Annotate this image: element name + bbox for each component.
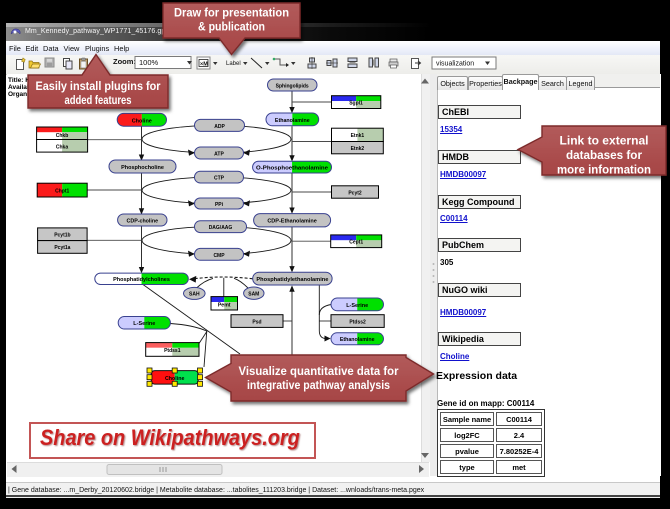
svg-text:ADP: ADP (214, 124, 225, 130)
svg-text:integrative pathway analysis: integrative pathway analysis (247, 378, 390, 392)
svg-text:O-Phosphoethanolamine: O-Phosphoethanolamine (256, 166, 328, 172)
svg-text:Ethanolamine: Ethanolamine (275, 118, 310, 124)
svg-text:Etnk2: Etnk2 (351, 146, 365, 152)
svg-text:Phosphatidylethanolamine: Phosphatidylethanolamine (256, 277, 328, 283)
svg-text:Pcyt2: Pcyt2 (348, 190, 362, 196)
svg-text:Choline: Choline (165, 376, 184, 382)
svg-text:ATP: ATP (214, 152, 224, 158)
svg-text:databases for: databases for (566, 148, 642, 162)
svg-text:Psd: Psd (252, 319, 261, 325)
svg-text:Draw for presentation: Draw for presentation (174, 6, 289, 20)
svg-text:added features: added features (65, 93, 132, 107)
svg-text:visualization: visualization (436, 61, 474, 68)
svg-text:DAG/AAG: DAG/AAG (209, 225, 233, 231)
svg-text:Sphingolipids: Sphingolipids (276, 84, 309, 90)
svg-text:CDP-Ethanolamine: CDP-Ethanolamine (267, 219, 317, 225)
svg-text:100%: 100% (139, 58, 159, 67)
svg-text:Phosphocholine: Phosphocholine (121, 165, 164, 171)
svg-text:CMP: CMP (213, 253, 225, 259)
svg-text:CTP: CTP (214, 176, 225, 182)
svg-text:Easily install plugins for: Easily install plugins for (36, 79, 161, 93)
svg-text:Chpt1: Chpt1 (55, 188, 69, 194)
svg-text:Cept1: Cept1 (349, 239, 363, 245)
svg-text:& publication: & publication (198, 20, 265, 34)
svg-text:SAH: SAH (189, 292, 200, 298)
svg-text:L-Serine: L-Serine (346, 303, 368, 309)
svg-text:L-Serine: L-Serine (133, 321, 155, 327)
svg-text:CDP-choline: CDP-choline (127, 218, 159, 224)
svg-text:more information: more information (557, 163, 651, 177)
svg-text:Ptdss2: Ptdss2 (349, 319, 366, 325)
svg-text:SAM: SAM (248, 291, 259, 297)
svg-text:Pcyt1b: Pcyt1b (54, 233, 70, 239)
svg-text:Chka: Chka (56, 145, 68, 151)
svg-text:Zoom:: Zoom: (113, 57, 136, 66)
svg-text:Ethanolamine: Ethanolamine (340, 337, 375, 343)
svg-text:Ptdss1: Ptdss1 (164, 348, 181, 354)
svg-text:Visualize quantitative data f: Visualize quantitative data for (239, 364, 399, 378)
svg-text:Sgpl1: Sgpl1 (349, 100, 363, 106)
svg-text:Pemt: Pemt (218, 303, 231, 309)
svg-text:Choline: Choline (132, 118, 152, 124)
svg-text:PPi: PPi (215, 202, 224, 208)
svg-text:Chkb: Chkb (56, 133, 69, 139)
svg-text:Etnk1: Etnk1 (351, 133, 365, 139)
svg-text:Pcyt1a: Pcyt1a (54, 245, 70, 251)
svg-text:×M: ×M (200, 62, 208, 68)
svg-text:Label: Label (226, 61, 241, 67)
svg-text:Phosphatidylcholines: Phosphatidylcholines (113, 277, 170, 283)
svg-text:Link to external: Link to external (560, 134, 649, 148)
